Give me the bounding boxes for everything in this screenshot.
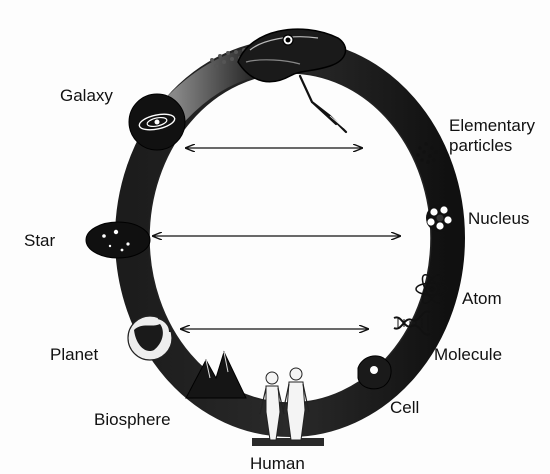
star-label: Star [24, 231, 56, 250]
elementary-particles-icon [416, 142, 438, 164]
elementary-label-line2: particles [449, 136, 513, 155]
cell-label: Cell [390, 398, 420, 417]
humans-icon [252, 367, 324, 446]
nucleus-icon [426, 204, 454, 232]
elementary-label-line1: Elementary [449, 116, 535, 135]
nucleus-label: Nucleus [468, 209, 530, 228]
planet-label: Planet [50, 345, 99, 364]
cell-icon [357, 355, 392, 390]
arrows [153, 148, 400, 329]
mountains-icon [185, 350, 247, 399]
molecule-icon [393, 310, 431, 336]
serpent-body [115, 39, 465, 437]
molecule-label: Molecule [434, 345, 503, 364]
biosphere-label: Biosphere [94, 410, 171, 429]
galaxy-label: Galaxy [60, 86, 113, 105]
elementary-particles-label: Elementary particles [449, 116, 535, 156]
planet-icon [127, 315, 173, 361]
galaxy-icon [128, 93, 186, 151]
snake-head-icon [237, 28, 348, 134]
human-label: Human [250, 454, 305, 473]
atom-icon [415, 274, 449, 304]
star-icon [85, 221, 151, 259]
atom-label: Atom [462, 289, 502, 308]
